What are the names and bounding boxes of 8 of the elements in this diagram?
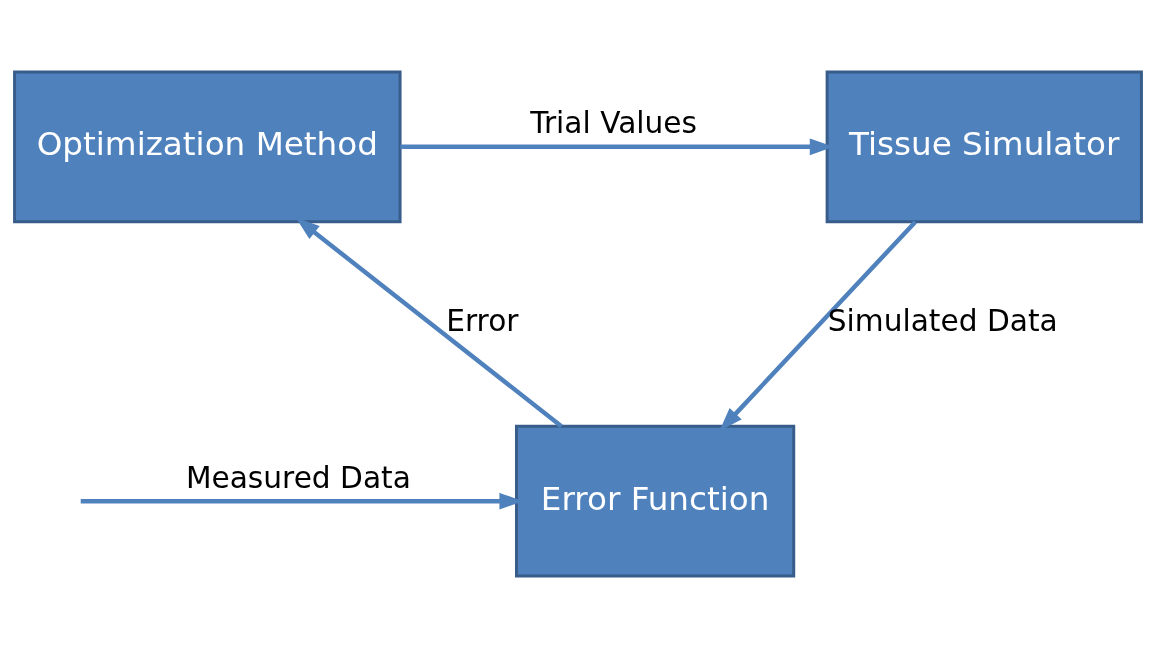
edge-label: Trial Values — [530, 105, 697, 141]
node-box: Optimization Method — [13, 70, 402, 224]
edge-label: Measured Data — [185, 459, 411, 495]
edge-label: Error — [446, 303, 519, 339]
node-box: Tissue Simulator — [825, 70, 1143, 224]
edge-label: Simulated Data — [827, 303, 1058, 339]
node-box: Error Function — [515, 424, 796, 578]
arrow — [295, 217, 563, 428]
